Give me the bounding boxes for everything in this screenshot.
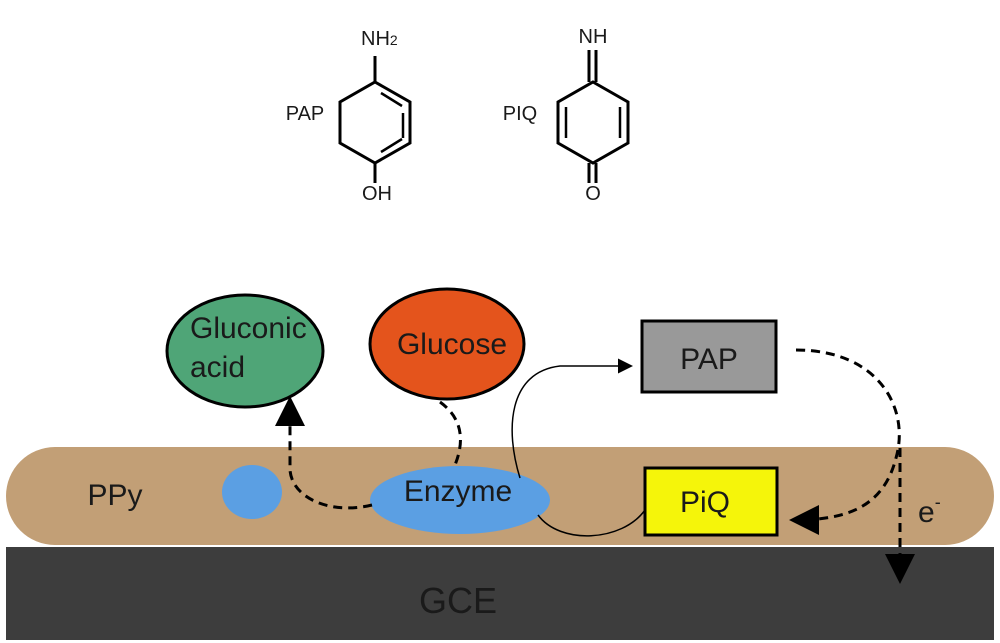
glucose-ellipse — [368, 287, 526, 401]
pap-box — [640, 319, 778, 394]
enzyme-to-gluconic-arrow — [275, 396, 373, 510]
gce-label: GCE — [419, 580, 497, 621]
pap-structure-label: PAP — [286, 103, 325, 125]
enzyme-ellipse — [370, 466, 550, 534]
piq-ring — [556, 80, 630, 165]
enzyme-label: Enzyme — [404, 475, 512, 508]
pap-structure: NH2 PAP OH — [286, 28, 412, 205]
glucose-label: Glucose — [397, 328, 507, 361]
pap-nh2-label: NH2 — [361, 28, 398, 50]
piq-o-label: O — [585, 183, 601, 205]
piq-box-label: PiQ — [680, 486, 730, 519]
glucose-to-enzyme-line — [439, 400, 462, 466]
electron-label: e- — [918, 492, 941, 529]
gluconic-acid-ellipse — [165, 293, 325, 409]
ppy-label: PPy — [87, 479, 142, 512]
pap-box-label: PAP — [680, 343, 738, 376]
piq-structure-label: PIQ — [503, 103, 537, 125]
enzyme-to-pap-arrow — [511, 358, 633, 479]
piq-box — [643, 466, 779, 537]
gluconic-acid-label-line2: acid — [190, 351, 245, 384]
pap-double-bond — [380, 137, 403, 154]
piq-structure: NH PIQ O — [503, 26, 630, 205]
gce-electrode — [6, 547, 994, 640]
pap-ring — [338, 80, 412, 165]
small-enzyme-blob — [222, 465, 282, 519]
pap-oh-label: OH — [362, 183, 392, 205]
piq-nh-label: NH — [579, 26, 608, 48]
pap-to-piq-arrow — [789, 348, 901, 535]
pap-double-bond — [380, 91, 403, 108]
piq-to-enzyme-line — [537, 509, 646, 537]
gluconic-acid-label-line1: Gluconic — [190, 312, 307, 345]
